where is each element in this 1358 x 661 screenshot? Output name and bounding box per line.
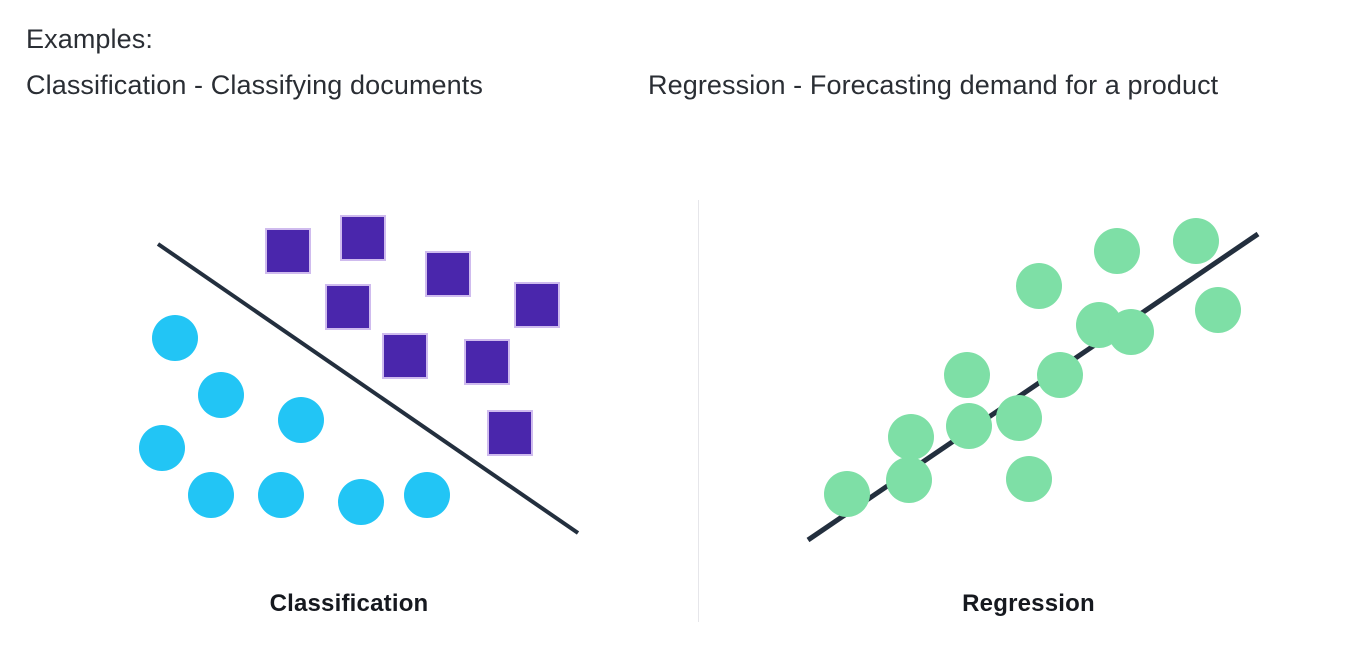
regression-panel: Regression [699, 150, 1358, 650]
data-point-circle [1195, 287, 1241, 333]
series-observations [824, 218, 1241, 517]
data-point-circle [152, 315, 198, 361]
series-class-square [265, 215, 560, 456]
data-point-circle [996, 395, 1042, 441]
data-point-square [487, 410, 533, 456]
regression-trend-line [806, 231, 1260, 543]
data-point-circle [1037, 352, 1083, 398]
classification-scatter-plot [139, 215, 580, 535]
classification-plot-area [0, 150, 698, 580]
series-class-circle [139, 315, 450, 525]
data-point-circle [1173, 218, 1219, 264]
decision-boundary-line [156, 242, 580, 535]
data-point-square [464, 339, 510, 385]
data-point-circle [824, 471, 870, 517]
examples-label: Examples: [26, 24, 153, 54]
data-point-square [340, 215, 386, 261]
regression-plot-area [699, 150, 1358, 580]
classification-caption: Classification [269, 590, 429, 617]
data-point-circle [338, 479, 384, 525]
data-point-square [382, 333, 428, 379]
data-point-circle [1016, 263, 1062, 309]
regression-caption: Regression [962, 590, 1095, 617]
data-point-circle [886, 457, 932, 503]
header-text-block: Examples: Classification - Classifying d… [0, 0, 1358, 120]
classification-example-text: Classification - Classifying documents [26, 70, 483, 100]
data-point-circle [944, 352, 990, 398]
data-point-circle [139, 425, 185, 471]
classification-panel: Classification [0, 150, 698, 650]
data-point-circle [198, 372, 244, 418]
data-point-circle [258, 472, 304, 518]
data-point-square [514, 282, 560, 328]
data-point-circle [278, 397, 324, 443]
data-point-square [325, 284, 371, 330]
data-point-circle [404, 472, 450, 518]
data-point-circle [1094, 228, 1140, 274]
panel-divider [698, 200, 699, 622]
regression-scatter-plot [806, 218, 1260, 543]
data-point-square [265, 228, 311, 274]
data-point-circle [1108, 309, 1154, 355]
data-point-square [425, 251, 471, 297]
data-point-circle [1006, 456, 1052, 502]
regression-example-text: Regression - Forecasting demand for a pr… [648, 70, 1219, 100]
data-point-circle [188, 472, 234, 518]
data-point-circle [888, 414, 934, 460]
data-point-circle [946, 403, 992, 449]
